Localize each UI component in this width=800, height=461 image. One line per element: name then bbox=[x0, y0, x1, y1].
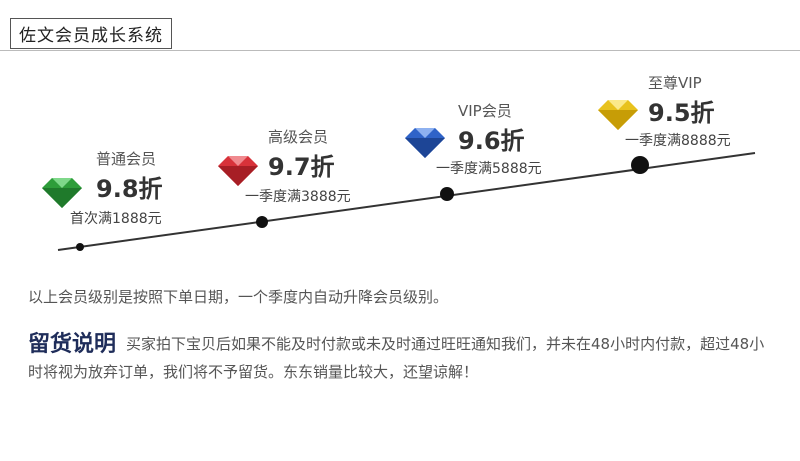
tier-advanced: 高级会员 9.7折 bbox=[268, 126, 335, 182]
tier-marker-1 bbox=[76, 243, 84, 251]
tier-discount: 9.6折 bbox=[458, 127, 525, 155]
title-divider bbox=[0, 50, 800, 51]
tier-vip: VIP会员 9.6折 bbox=[458, 100, 525, 156]
notice-heading: 留货说明 bbox=[28, 331, 117, 357]
blue-diamond-icon bbox=[405, 128, 445, 158]
tier-name: 高级会员 bbox=[268, 128, 329, 146]
tier-condition: 一季度满5888元 bbox=[436, 161, 542, 177]
tier-progression: 普通会员 9.8折 首次满1888元 高级会员 9.7折 一季度满3888元 V… bbox=[0, 60, 800, 270]
tier-discount: 9.7折 bbox=[268, 153, 335, 181]
tier-condition: 首次满1888元 bbox=[70, 211, 162, 227]
tier-name: VIP会员 bbox=[458, 102, 512, 120]
progression-line-graphic bbox=[42, 100, 756, 251]
membership-note: 以上会员级别是按照下单日期，一个季度内自动升降会员级别。 bbox=[28, 288, 449, 306]
tier-name: 至尊VIP bbox=[648, 74, 702, 92]
tier-supreme-vip: 至尊VIP 9.5折 bbox=[648, 72, 715, 128]
notice-text: 买家拍下宝贝后如果不能及时付款或未及时通过旺旺通知我们，并未在48小时内付款，超… bbox=[28, 335, 765, 381]
tier-discount: 9.8折 bbox=[96, 175, 163, 203]
yellow-diamond-icon bbox=[598, 100, 638, 130]
tier-marker-4 bbox=[631, 156, 649, 174]
reservation-notice: 留货说明买家拍下宝贝后如果不能及时付款或未及时通过旺旺通知我们，并未在48小时内… bbox=[28, 330, 768, 386]
green-diamond-icon bbox=[42, 178, 82, 208]
page-title-text: 佐文会员成长系统 bbox=[19, 26, 163, 46]
tier-marker-3 bbox=[440, 187, 454, 201]
red-diamond-icon bbox=[218, 156, 258, 186]
tier-marker-2 bbox=[256, 216, 268, 228]
tier-regular: 普通会员 9.8折 bbox=[96, 148, 163, 204]
tier-condition: 一季度满8888元 bbox=[625, 133, 731, 149]
tier-condition: 一季度满3888元 bbox=[245, 189, 351, 205]
tier-discount: 9.5折 bbox=[648, 99, 715, 127]
tier-name: 普通会员 bbox=[96, 150, 157, 168]
progress-line bbox=[57, 152, 756, 251]
page-title: 佐文会员成长系统 bbox=[10, 18, 172, 49]
